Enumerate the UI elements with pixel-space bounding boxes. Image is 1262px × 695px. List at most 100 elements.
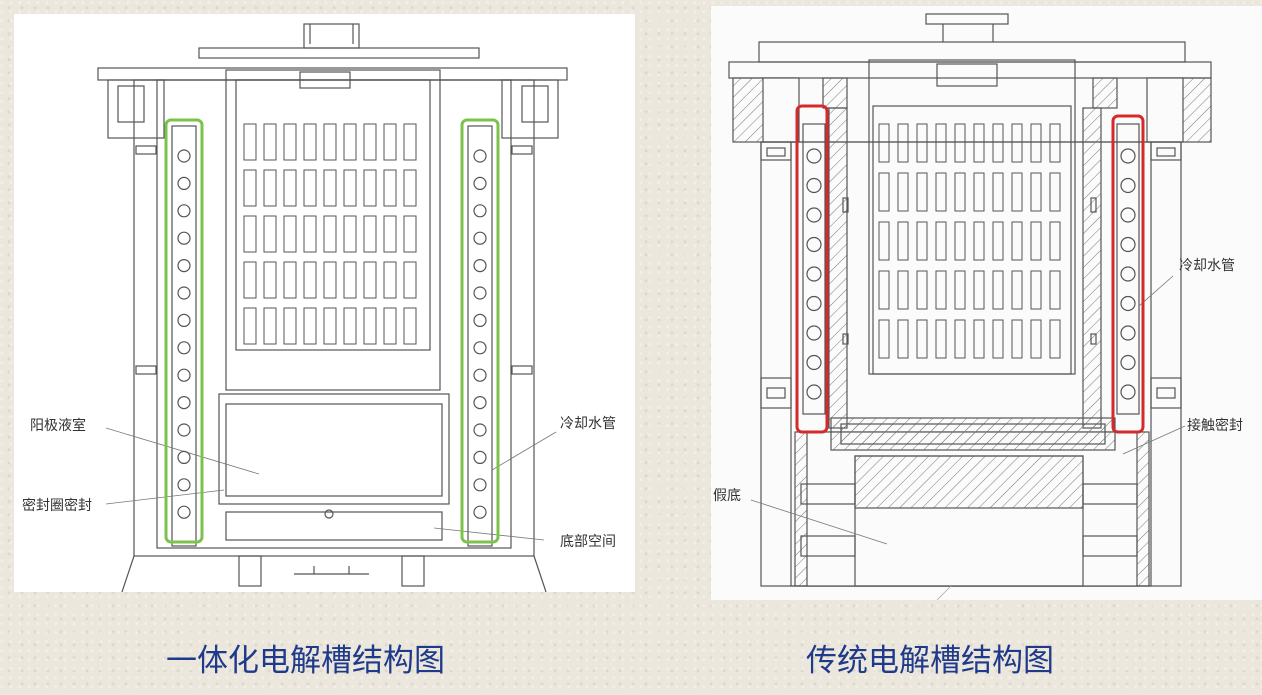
left-cooling-pipe-highlight bbox=[164, 118, 204, 544]
basket-slot bbox=[303, 169, 317, 207]
cooling-pipe bbox=[806, 354, 822, 371]
label-false-bottom: 假底 bbox=[713, 488, 741, 504]
basket-slot bbox=[323, 307, 337, 345]
basket-slot bbox=[243, 123, 257, 161]
cooling-pipe bbox=[1120, 325, 1136, 341]
basket-slot bbox=[243, 169, 257, 207]
basket-slot bbox=[323, 261, 337, 299]
cooling-pipe bbox=[1120, 354, 1136, 371]
caption-integrated-cell: 一体化电解槽结构图 bbox=[166, 643, 445, 679]
basket-slot bbox=[992, 123, 1004, 163]
basket-slot bbox=[1011, 123, 1023, 163]
cooling-pipe bbox=[177, 176, 191, 190]
right-cooling-pipe-highlight bbox=[460, 118, 500, 544]
basket-slot bbox=[1011, 172, 1023, 212]
basket-slot bbox=[1030, 221, 1042, 261]
basket-slot bbox=[878, 221, 890, 261]
basket-slot bbox=[343, 169, 357, 207]
basket-slot bbox=[303, 307, 317, 345]
basket-slot bbox=[878, 270, 890, 310]
cooling-pipe bbox=[473, 450, 487, 464]
cooling-pipe bbox=[806, 266, 822, 282]
basket-slot bbox=[897, 123, 909, 163]
cooling-pipe bbox=[473, 341, 487, 355]
basket-slot bbox=[383, 215, 397, 253]
left-cooling-pipe-highlight-red bbox=[795, 104, 829, 434]
basket-slot bbox=[1030, 319, 1042, 359]
basket-slot bbox=[303, 215, 317, 253]
basket-slot bbox=[403, 169, 417, 207]
basket-slot bbox=[916, 221, 928, 261]
basket-slot bbox=[243, 215, 257, 253]
basket-slot bbox=[403, 215, 417, 253]
cooling-pipe bbox=[473, 231, 487, 245]
basket-slot bbox=[363, 215, 377, 253]
cooling-pipe bbox=[806, 207, 822, 223]
basket-slot bbox=[243, 307, 257, 345]
label-bottom-space: 底部空间 bbox=[560, 534, 616, 550]
label-seal-ring: 密封圈密封 bbox=[22, 498, 92, 514]
basket-slot bbox=[916, 270, 928, 310]
integrated-cell-diagram: 阳极液室 密封圈密封 冷却水管 底部空间 bbox=[14, 14, 635, 592]
cooling-pipe bbox=[177, 149, 191, 163]
basket-slot bbox=[897, 221, 909, 261]
cooling-pipe bbox=[473, 505, 487, 519]
basket-slot bbox=[935, 221, 947, 261]
cooling-pipe bbox=[177, 231, 191, 245]
basket-slot bbox=[383, 307, 397, 345]
basket-slot bbox=[1030, 270, 1042, 310]
basket-slot bbox=[403, 307, 417, 345]
basket-slot bbox=[878, 123, 890, 163]
basket-slot bbox=[992, 172, 1004, 212]
basket-slot bbox=[1049, 172, 1061, 212]
cooling-pipe bbox=[177, 286, 191, 300]
basket-slot bbox=[403, 123, 417, 161]
basket-slot bbox=[954, 123, 966, 163]
basket-slot bbox=[935, 319, 947, 359]
basket-slot bbox=[383, 169, 397, 207]
cooling-pipe bbox=[473, 149, 487, 163]
basket-slot bbox=[263, 261, 277, 299]
basket-slot bbox=[1011, 221, 1023, 261]
integrated-cell-drawing bbox=[97, 23, 568, 592]
basket-slot bbox=[897, 172, 909, 212]
cooling-pipe bbox=[806, 295, 822, 312]
basket-slot bbox=[954, 172, 966, 212]
basket-slot bbox=[323, 169, 337, 207]
basket-slot bbox=[403, 261, 417, 299]
cooling-pipe bbox=[1120, 266, 1136, 282]
basket-slot bbox=[954, 319, 966, 359]
basket-slot bbox=[935, 123, 947, 163]
cooling-pipe bbox=[473, 259, 487, 273]
cooling-pipe bbox=[1120, 207, 1136, 223]
basket-slot bbox=[303, 123, 317, 161]
cooling-pipe bbox=[177, 505, 191, 519]
basket-slot bbox=[383, 123, 397, 161]
cooling-pipe bbox=[177, 478, 191, 492]
basket-slot bbox=[1049, 123, 1061, 163]
basket-slot bbox=[1049, 221, 1061, 261]
basket-slot bbox=[1011, 319, 1023, 359]
basket-slot bbox=[343, 215, 357, 253]
basket-slot bbox=[992, 270, 1004, 310]
basket-slot bbox=[263, 215, 277, 253]
basket-slot bbox=[283, 123, 297, 161]
cooling-pipe bbox=[1120, 148, 1136, 164]
basket-slot bbox=[992, 319, 1004, 359]
label-cooling-pipe-left: 冷却水管 bbox=[560, 416, 616, 432]
basket-slot bbox=[973, 221, 985, 261]
basket-slot bbox=[383, 261, 397, 299]
basket-slot bbox=[1049, 319, 1061, 359]
basket-slot bbox=[878, 172, 890, 212]
basket-slot bbox=[992, 221, 1004, 261]
basket-slot bbox=[263, 307, 277, 345]
cooling-pipe bbox=[177, 368, 191, 382]
basket-slot bbox=[263, 123, 277, 161]
label-cooling-pipe-right: 冷却水管 bbox=[1179, 258, 1235, 274]
basket-slot bbox=[1049, 270, 1061, 310]
basket-slot bbox=[283, 169, 297, 207]
basket-slot bbox=[323, 123, 337, 161]
basket-slot bbox=[283, 307, 297, 345]
basket-slot bbox=[243, 261, 257, 299]
basket-slot bbox=[916, 172, 928, 212]
